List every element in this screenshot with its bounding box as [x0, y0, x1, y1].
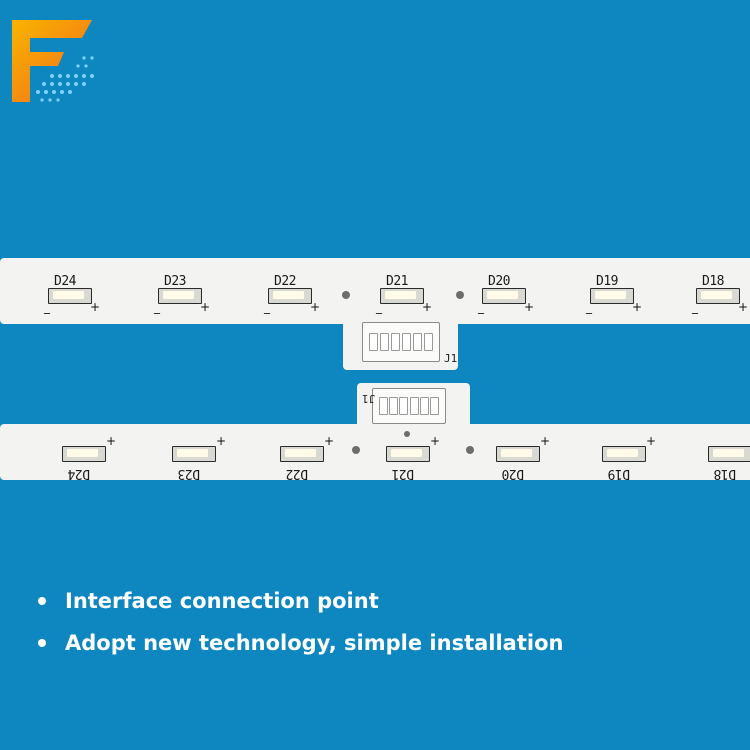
connector-bottom: [372, 388, 446, 424]
led-label: D22: [286, 466, 308, 481]
led-label: D22: [274, 274, 296, 289]
mounting-hole: [342, 291, 350, 299]
mounting-hole: [466, 446, 474, 454]
led-label: D23: [178, 466, 200, 481]
led-label: D24: [68, 466, 90, 481]
feature-item: Adopt new technology, simple installatio…: [38, 630, 738, 656]
led-label: D19: [608, 466, 630, 481]
led-d18-bottom: _+ D18: [706, 434, 750, 481]
led-label: D21: [386, 274, 408, 289]
led-label: D20: [502, 466, 524, 481]
bullet-icon: [38, 639, 46, 647]
led-d20-top: D20 _+: [478, 274, 534, 314]
led-label: D18: [702, 274, 724, 289]
led-d24-top: D24 _+: [44, 274, 100, 314]
bullet-icon: [38, 597, 46, 605]
led-label: D24: [54, 274, 76, 289]
feature-item: Interface connection point: [38, 588, 738, 614]
led-label: D19: [596, 274, 618, 289]
feature-list: Interface connection point Adopt new tec…: [38, 588, 738, 672]
led-d22-top: D22 _+: [264, 274, 320, 314]
led-d18-top: D18 _+: [692, 274, 748, 314]
connector-label-bottom: J1: [362, 392, 376, 405]
led-d21-bottom: _+ D21: [386, 434, 440, 481]
led-d23-bottom: _+ D23: [172, 434, 226, 481]
led-d21-top: D21 _+: [376, 274, 432, 314]
led-label: D18: [714, 466, 736, 481]
led-label: D21: [392, 466, 414, 481]
connector-top: [362, 322, 440, 362]
f-letter-logo: [12, 20, 94, 102]
mounting-hole: [352, 446, 360, 454]
led-label: D20: [488, 274, 510, 289]
led-d24-bottom: _+ D24: [62, 434, 116, 481]
led-d19-top: D19 _+: [586, 274, 642, 314]
connector-label-top: J1: [444, 352, 458, 365]
led-d22-bottom: _+ D22: [280, 434, 334, 481]
mounting-hole: [404, 431, 410, 437]
mounting-hole: [456, 291, 464, 299]
led-d19-bottom: _+ D19: [602, 434, 656, 481]
led-d20-bottom: _+ D20: [496, 434, 550, 481]
feature-text: Adopt new technology, simple installatio…: [65, 631, 564, 655]
led-label: D23: [164, 274, 186, 289]
led-d23-top: D23 _+: [154, 274, 210, 314]
feature-text: Interface connection point: [65, 589, 379, 613]
